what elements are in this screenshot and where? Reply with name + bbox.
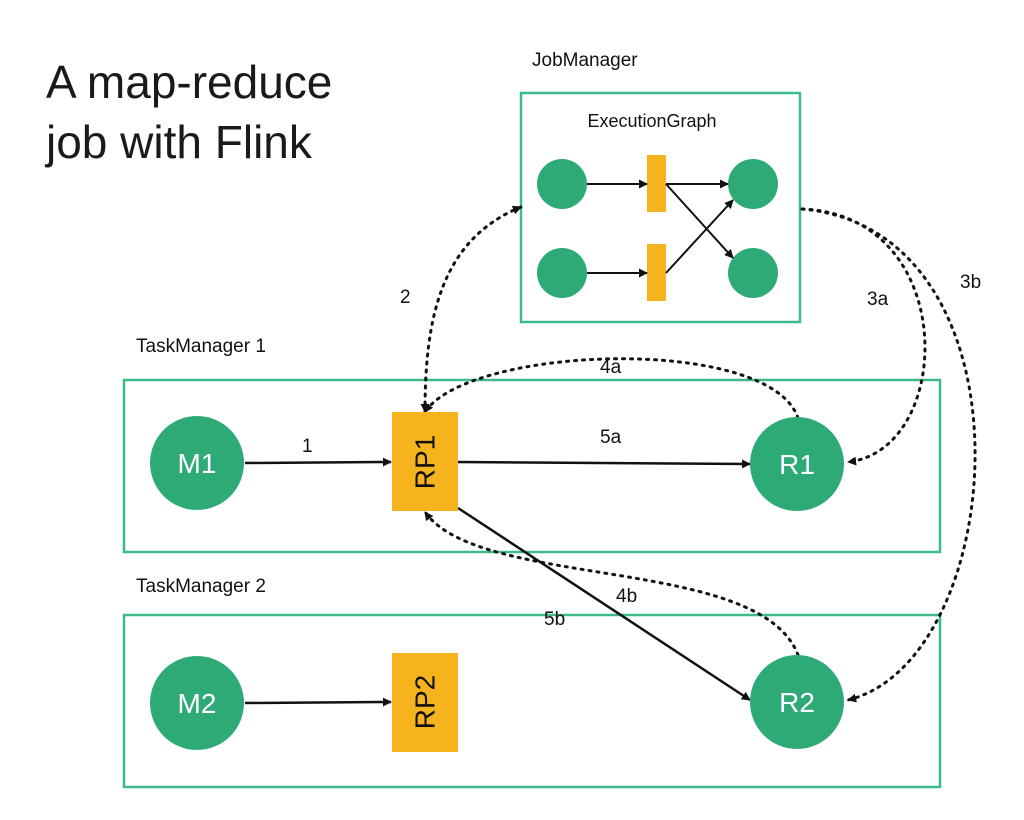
taskmanager-1-label: TaskManager 1 [136,336,266,357]
mapper-node-m1-label: M1 [178,448,217,479]
eg-source-node-1 [537,159,587,209]
edge-rp1-r2 [457,506,751,702]
edge-label-1: 1 [302,436,313,457]
slide-title: A map-reduce job with Flink [46,52,466,172]
result-partition-rp2 [392,653,458,752]
edge-label-3a: 3a [867,289,889,310]
edge-label-4b: 4b [616,586,637,607]
eg-partition-1 [647,155,666,212]
reducer-node-r1-label: R1 [779,449,815,480]
reducer-node-r2 [750,655,844,749]
taskmanager-1-box [122,378,942,554]
mapper-node-m2 [150,656,244,750]
edge-label-5a: 5a [600,427,622,448]
eg-partition-2 [647,244,666,301]
edge-label-4a: 4a [600,357,622,378]
mapper-node-m2-label: M2 [178,688,217,719]
eg-source-node-2 [537,248,587,298]
eg-target-node-2 [728,248,778,298]
title-line-2: job with Flink [46,116,312,168]
result-partition-rp1 [392,412,458,511]
edge-label-5b: 5b [544,609,565,630]
edge-m1-rp1 [244,457,392,467]
reducer-node-r1 [750,417,844,511]
eg-target-node-1 [728,159,778,209]
taskmanager-2-label: TaskManager 2 [136,576,266,597]
title-line-1: A map-reduce [46,56,333,108]
edge-label-2: 2 [400,287,411,308]
taskmanager-2-box [122,613,942,789]
result-partition-rp2-label: RP2 [410,675,441,729]
edge-m2-rp2 [244,697,392,707]
edge-r2-rp1 [423,510,800,657]
edge-r1-rp1 [423,357,800,420]
execution-graph-label: ExecutionGraph [587,111,716,131]
edge-jobmanager-r2 [800,207,977,703]
edge-label-3b: 3b [960,272,981,293]
reducer-node-r2-label: R2 [779,687,815,718]
edge-rp1-jobmanager [420,205,523,414]
edge-rp1-r1 [456,459,751,469]
eg-edge [665,199,734,274]
result-partition-rp1-label: RP1 [410,435,441,489]
eg-edge [665,183,734,259]
jobmanager-label: JobManager [532,50,638,71]
mapper-node-m1 [150,416,244,510]
